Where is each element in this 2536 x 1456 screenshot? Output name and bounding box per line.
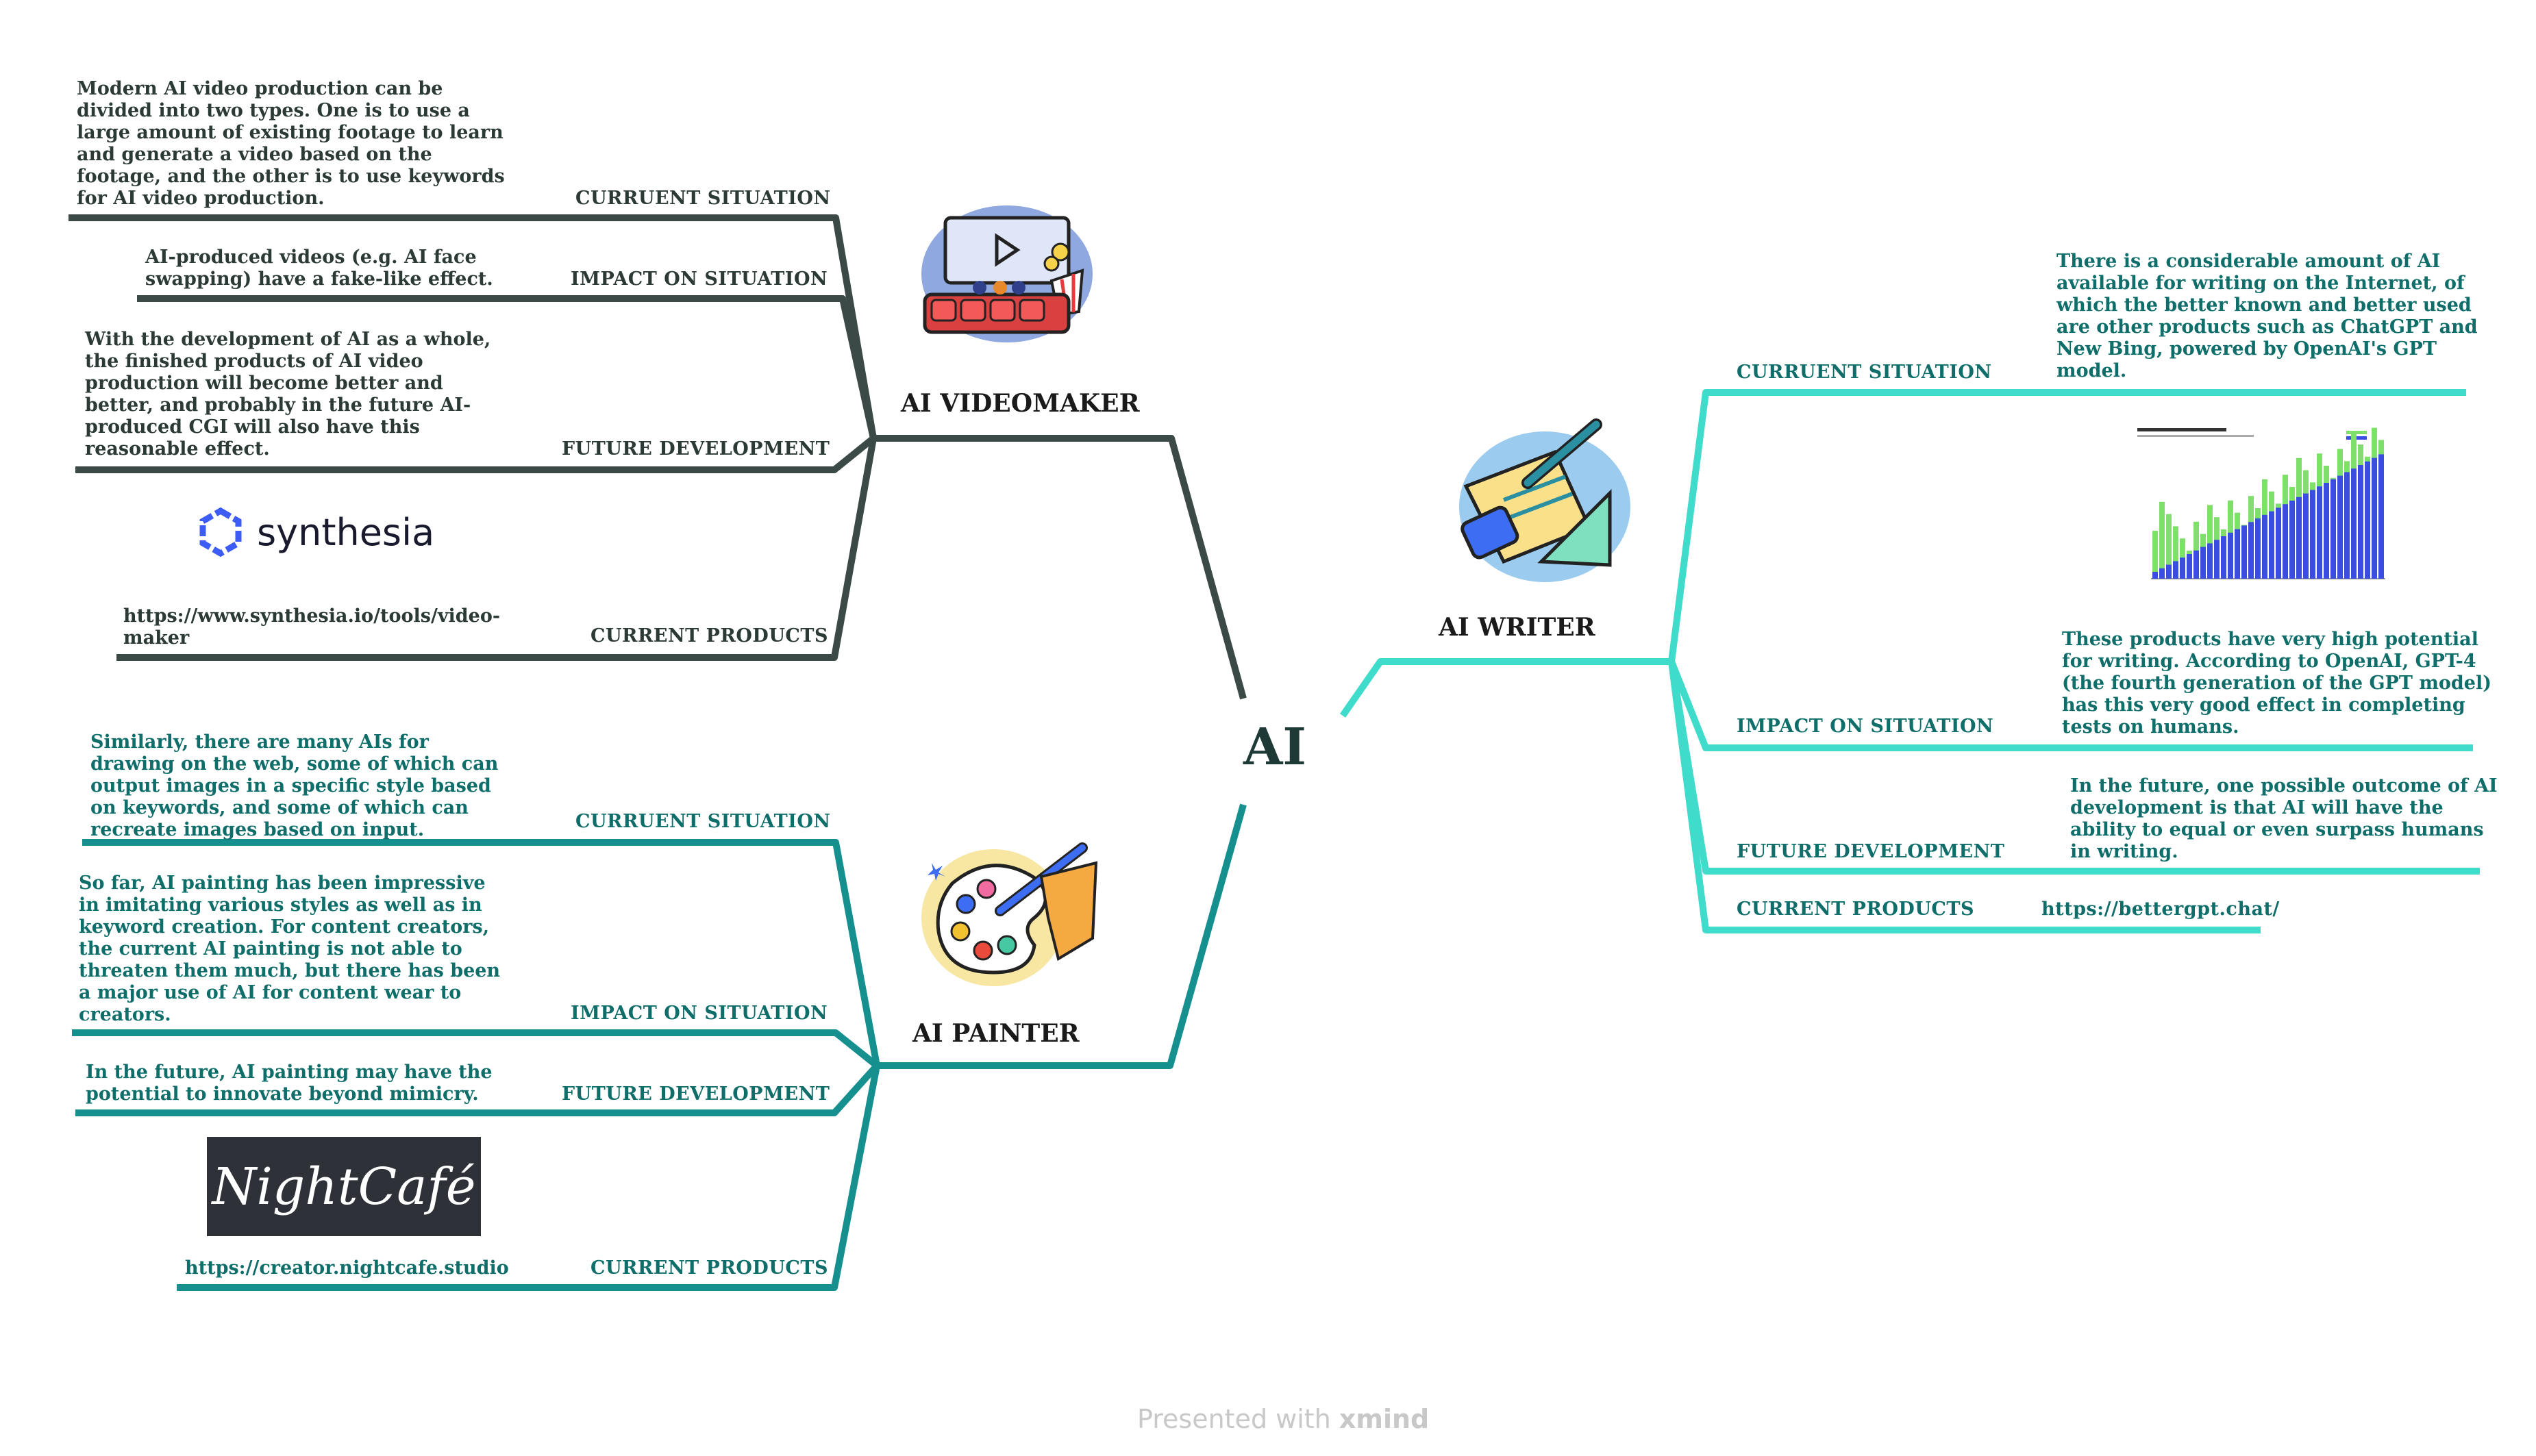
writer-products-label[interactable]: CURRENT PRODUCTS	[1737, 899, 1974, 920]
chart-bar-blue	[2337, 475, 2343, 579]
chart-bar-blue	[2317, 486, 2322, 579]
central-topic[interactable]: AI	[1243, 718, 1307, 777]
connector-center-painter	[877, 803, 1247, 1069]
connector-painter-future	[75, 1063, 880, 1116]
chart-bar-green	[2152, 531, 2158, 579]
chart-bar-blue	[2187, 554, 2192, 579]
videomaker-products-url[interactable]: https://www.synthesia.io/tools/video- ma…	[123, 605, 501, 649]
chart-bar-blue	[2241, 525, 2247, 579]
footer-credit: Presented with xmind	[1137, 1404, 1429, 1434]
branch-title-painter[interactable]: AI PAINTER	[912, 1019, 1080, 1048]
connector-painter-situation	[82, 839, 880, 1066]
chart-bar-blue	[2248, 522, 2254, 579]
connector-painter-products	[177, 1065, 880, 1291]
gpt4-exam-results-chart-image	[2130, 421, 2391, 606]
footer-prefix: Presented with	[1137, 1404, 1331, 1434]
chart-bar-blue	[2235, 529, 2240, 579]
chart-bar-blue	[2152, 572, 2158, 579]
connector-writer-situation	[1668, 389, 2466, 662]
branch-title-videomaker[interactable]: AI VIDEOMAKER	[901, 389, 1140, 418]
writer-situation-text: There is a considerable amount of AI ava…	[2056, 251, 2478, 381]
painter-impact-label[interactable]: IMPACT ON SITUATION	[571, 1003, 828, 1024]
connector-videomaker-future	[75, 436, 876, 473]
painter-situation-text: Similarly, there are many AIs for drawin…	[90, 731, 499, 840]
chart-bar-blue	[2351, 468, 2357, 579]
synthesia-wordmark: synthesia	[257, 510, 435, 554]
writer-impact-label[interactable]: IMPACT ON SITUATION	[1737, 716, 1994, 737]
writer-future-label[interactable]: FUTURE DEVELOPMENT	[1737, 841, 2005, 862]
nightcafe-wordmark: NightCafé	[212, 1157, 476, 1216]
chart-bar-green	[2207, 505, 2213, 579]
chart-bar-blue	[2193, 550, 2199, 579]
chart-bar-blue	[2262, 514, 2267, 579]
writer-situation-label[interactable]: CURRUENT SITUATION	[1737, 362, 1992, 383]
chart-bar-blue	[2207, 543, 2213, 579]
chart-bar-blue	[2214, 540, 2220, 579]
chart-bar-blue	[2358, 465, 2363, 579]
videomaker-future-text: With the development of AI as a whole, t…	[85, 329, 491, 460]
painter-impact-text: So far, AI painting has been impressive …	[79, 873, 501, 1025]
connector-videomaker-products	[116, 438, 877, 661]
connector-videomaker-impact	[137, 295, 877, 440]
branch-title-writer[interactable]: AI WRITER	[1439, 613, 1595, 642]
writer-future-text: In the future, one possible outcome of A…	[2070, 775, 2498, 862]
chart-bar-blue	[2228, 532, 2233, 579]
synthesia-logo[interactable]: synthesia	[195, 507, 434, 557]
connector-center-videomaker	[873, 435, 1247, 700]
chart-bar-blue	[2303, 493, 2309, 579]
writer-products-url[interactable]: https://bettergpt.chat/	[2041, 899, 2280, 920]
chart-bar-blue	[2173, 561, 2178, 579]
connector-writer-products	[1668, 661, 2261, 933]
videomaker-future-label[interactable]: FUTURE DEVELOPMENT	[562, 438, 830, 460]
chart-bar-blue	[2283, 504, 2288, 579]
videomaker-impact-label[interactable]: IMPACT ON SITUATION	[571, 268, 828, 290]
writing-tools-icon	[1459, 418, 1630, 582]
video-player-icon	[921, 205, 1093, 342]
nightcafe-logo[interactable]: NightCafé	[207, 1137, 481, 1236]
chart-bar-blue	[2365, 461, 2370, 579]
chart-bar-green	[2166, 514, 2172, 579]
painter-future-text: In the future, AI painting may have the …	[86, 1062, 493, 1105]
chart-bar-blue	[2180, 557, 2185, 579]
chart-bars	[2152, 427, 2384, 579]
chart-bar-blue	[2289, 501, 2295, 579]
painter-situation-label[interactable]: CURRUENT SITUATION	[575, 811, 831, 832]
chart-bar-blue	[2310, 490, 2315, 579]
chart-bar-green	[2159, 501, 2165, 579]
chart-bar-blue	[2221, 536, 2226, 579]
chart-bar-blue	[2166, 564, 2172, 579]
painter-products-label[interactable]: CURRENT PRODUCTS	[591, 1257, 828, 1279]
synthesia-mark-icon	[199, 507, 242, 557]
chart-bar-blue	[2324, 483, 2329, 579]
painter-products-url[interactable]: https://creator.nightcafe.studio	[185, 1257, 509, 1279]
connector-writer-impact	[1668, 660, 2473, 751]
chart-bar-blue	[2159, 568, 2165, 579]
chart-bar-blue	[2296, 497, 2302, 579]
chart-bar-green	[2193, 521, 2199, 579]
chart-bar-blue	[2344, 472, 2350, 579]
chart-bar-blue	[2330, 479, 2336, 579]
chart-bar-blue	[2255, 518, 2261, 579]
xmind-brand: xmind	[1339, 1404, 1430, 1434]
painter-future-label[interactable]: FUTURE DEVELOPMENT	[562, 1083, 830, 1105]
connector-center-writer	[1339, 658, 1671, 718]
chart-bar-green	[2173, 526, 2178, 579]
connector-videomaker-situation	[69, 214, 877, 439]
chart-bar-blue	[2276, 507, 2281, 579]
chart-bar-blue	[2269, 511, 2274, 579]
paint-palette-icon	[921, 842, 1098, 986]
writer-impact-text: These products have very high potential …	[2062, 629, 2492, 738]
videomaker-impact-text: AI-produced videos (e.g. AI face swappin…	[145, 247, 493, 290]
chart-bar-blue	[2372, 457, 2377, 579]
videomaker-products-label[interactable]: CURRENT PRODUCTS	[591, 625, 828, 647]
chart-bar-blue	[2200, 547, 2206, 579]
videomaker-situation-text: Modern AI video production can be divide…	[77, 78, 505, 209]
connector-painter-impact	[72, 1029, 880, 1068]
chart-bar-blue	[2378, 454, 2384, 579]
videomaker-situation-label[interactable]: CURRUENT SITUATION	[575, 188, 831, 209]
